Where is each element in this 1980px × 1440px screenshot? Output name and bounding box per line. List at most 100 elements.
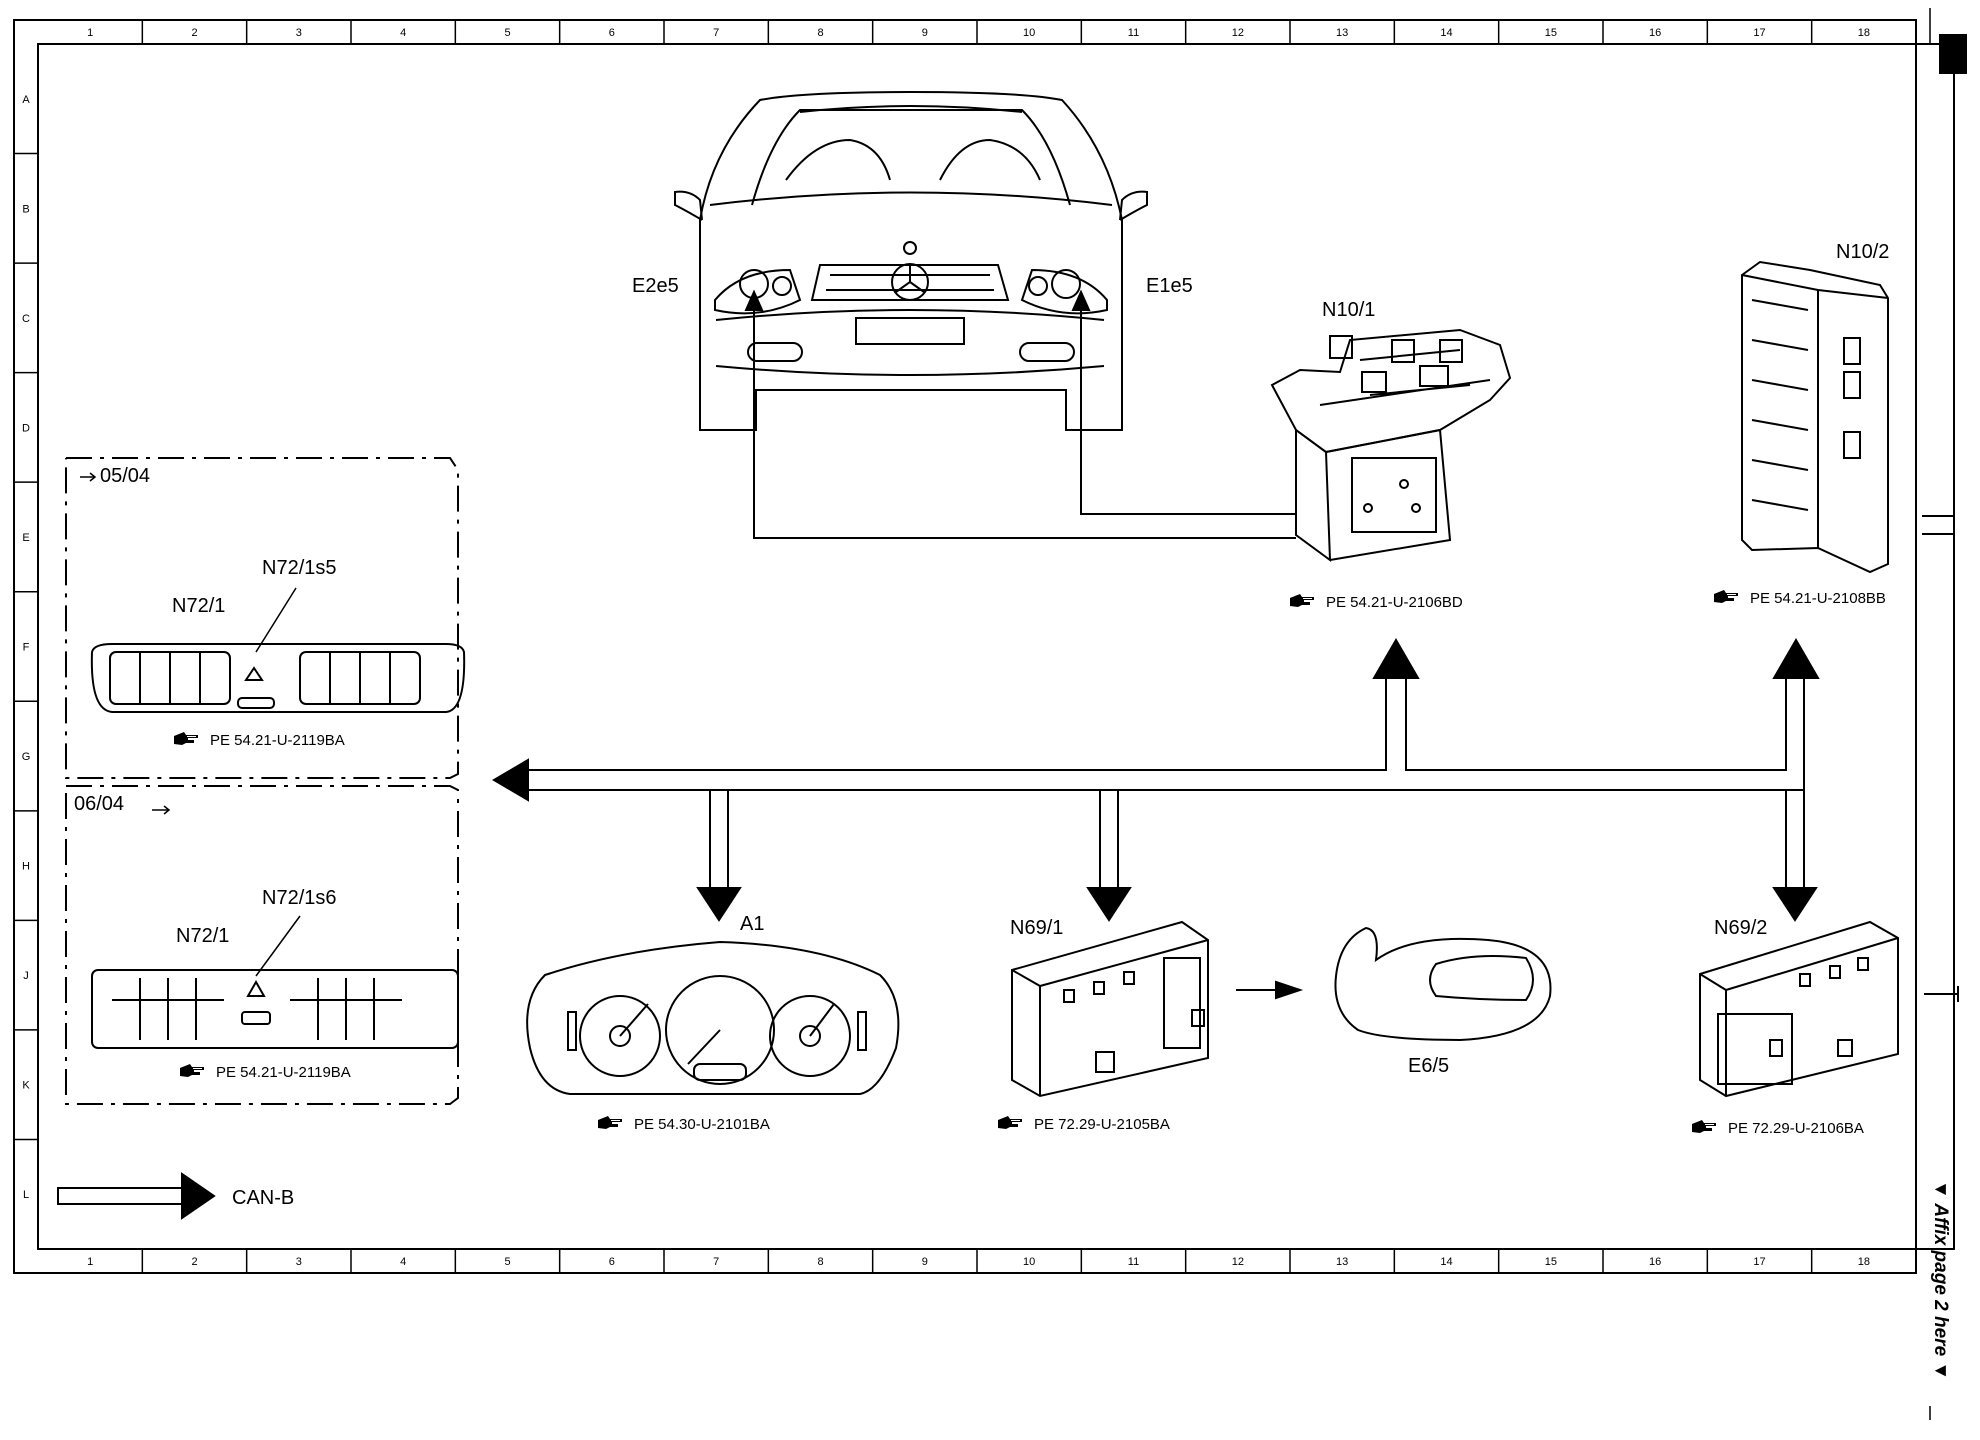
column-label-bottom: 5 <box>504 1256 510 1268</box>
leader-line <box>255 587 297 653</box>
row-label: L <box>23 1189 29 1201</box>
row-label: J <box>23 970 29 982</box>
right-grid-marker <box>1929 8 1967 1420</box>
column-label-bottom: 12 <box>1232 1256 1244 1268</box>
row-label: F <box>23 642 30 654</box>
page-continuation-marker <box>1924 986 1959 1002</box>
column-label-top: 8 <box>817 27 823 39</box>
pointing-hand-icon <box>1714 590 1738 603</box>
column-label-top: 10 <box>1023 27 1035 39</box>
vehicle-front-view <box>674 90 1148 431</box>
column-label-top: 1 <box>87 27 93 39</box>
arrow-icon <box>152 805 171 815</box>
e6-5-exterior-mirror <box>1334 926 1552 1042</box>
column-label-bottom: 6 <box>609 1256 615 1268</box>
column-label-top: 7 <box>713 27 719 39</box>
column-label-top: 6 <box>609 27 615 39</box>
column-label-top: 4 <box>400 27 406 39</box>
column-label-bottom: 4 <box>400 1256 406 1268</box>
column-label-top: 13 <box>1336 27 1348 39</box>
column-label-bottom: 11 <box>1128 1256 1139 1268</box>
row-label: D <box>22 422 30 434</box>
label-e1e5: E1e5 <box>1146 275 1193 297</box>
variant-upper-module: N72/1 <box>172 595 225 617</box>
n72-1-upper-switch-panel <box>90 643 466 713</box>
n69-1-door-control-module <box>1011 920 1209 1098</box>
pointing-hand-icon <box>598 1116 622 1129</box>
column-label-bottom: 17 <box>1753 1256 1765 1268</box>
label-a1: A1 <box>740 913 764 935</box>
label-e2e5: E2e5 <box>632 275 679 297</box>
svg-text:PE 54.30-U-2101BA: PE 54.30-U-2101BA <box>634 1116 770 1133</box>
column-label-bottom: 1 <box>87 1256 93 1268</box>
variant-lower-module: N72/1 <box>176 925 229 947</box>
n72-1-lower-switch-panel <box>91 969 459 1049</box>
arrow-icon <box>80 472 97 482</box>
pointing-hand-icon <box>998 1116 1022 1129</box>
can-b-legend-arrow <box>57 1172 216 1220</box>
ref-n10-2: PE 54.21-U-2108BB <box>1714 590 1886 607</box>
svg-text:PE 54.21-U-2119BA: PE 54.21-U-2119BA <box>216 1064 351 1081</box>
column-label-bottom: 7 <box>713 1256 719 1268</box>
label-n69-2: N69/2 <box>1714 917 1767 939</box>
label-n10-1: N10/1 <box>1322 299 1375 321</box>
column-label-top: 18 <box>1858 27 1870 39</box>
column-label-top: 17 <box>1753 27 1765 39</box>
variant-upper-switch: N72/1s5 <box>262 557 337 579</box>
row-label: A <box>22 94 30 106</box>
row-label: C <box>22 313 30 325</box>
ref-n69-2: PE 72.29-U-2106BA <box>1692 1120 1864 1137</box>
label-n10-2: N10/2 <box>1836 241 1889 263</box>
ref-n10-1: PE 54.21-U-2106BD <box>1290 594 1463 611</box>
column-label-top: 15 <box>1545 27 1557 39</box>
svg-text:PE 54.21-U-2106BD: PE 54.21-U-2106BD <box>1326 594 1463 611</box>
n10-1-fuse-relay-module <box>1270 328 1512 563</box>
row-label: B <box>22 203 29 215</box>
svg-text:PE 72.29-U-2105BA: PE 72.29-U-2105BA <box>1034 1116 1170 1133</box>
column-label-bottom: 13 <box>1336 1256 1348 1268</box>
variant-lower-date: 06/04 <box>74 793 124 815</box>
pointing-hand-icon <box>174 732 198 745</box>
variant-lower-switch: N72/1s6 <box>262 887 337 909</box>
column-label-top: 2 <box>191 27 197 39</box>
column-label-bottom: 15 <box>1545 1256 1557 1268</box>
pointing-hand-icon <box>180 1064 204 1077</box>
leader-line <box>255 915 301 977</box>
pointing-hand-icon <box>1290 594 1314 607</box>
column-label-bottom: 2 <box>191 1256 197 1268</box>
row-label: G <box>22 751 31 763</box>
svg-text:PE 72.29-U-2106BA: PE 72.29-U-2106BA <box>1728 1120 1864 1137</box>
column-label-bottom: 18 <box>1858 1256 1870 1268</box>
arrow-icon <box>1236 980 1304 1000</box>
a1-instrument-cluster <box>526 940 900 1095</box>
column-label-bottom: 3 <box>296 1256 302 1268</box>
n10-2-sam-module <box>1741 260 1889 574</box>
n69-2-door-control-module <box>1699 920 1899 1098</box>
can-b-bus <box>492 638 1820 922</box>
column-label-bottom: 8 <box>817 1256 823 1268</box>
row-label: K <box>22 1080 30 1092</box>
label-e6-5: E6/5 <box>1408 1055 1449 1077</box>
column-label-bottom: 16 <box>1649 1256 1661 1268</box>
column-label-top: 5 <box>504 27 510 39</box>
column-label-top: 14 <box>1440 27 1452 39</box>
affix-note: ▼ Affix page 2 here ▼ <box>1930 1180 1951 1380</box>
column-label-top: 9 <box>922 27 928 39</box>
ref-n72-upper: PE 54.21-U-2119BA <box>174 732 345 749</box>
column-label-top: 12 <box>1232 27 1244 39</box>
headlight-wiring <box>744 289 1296 539</box>
ref-n72-lower: PE 54.21-U-2119BA <box>180 1064 351 1081</box>
svg-text:PE 54.21-U-2119BA: PE 54.21-U-2119BA <box>210 732 345 749</box>
svg-text:PE 54.21-U-2108BB: PE 54.21-U-2108BB <box>1750 590 1886 607</box>
page-continuation-marker <box>1922 515 1954 535</box>
variant-lower-frame <box>65 785 459 1105</box>
column-label-top: 3 <box>296 27 302 39</box>
legend-can-b-label: CAN-B <box>232 1187 294 1209</box>
label-n69-1: N69/1 <box>1010 917 1063 939</box>
ref-n69-1: PE 72.29-U-2105BA <box>998 1116 1170 1133</box>
pointing-hand-icon <box>1692 1120 1716 1133</box>
column-label-bottom: 9 <box>922 1256 928 1268</box>
